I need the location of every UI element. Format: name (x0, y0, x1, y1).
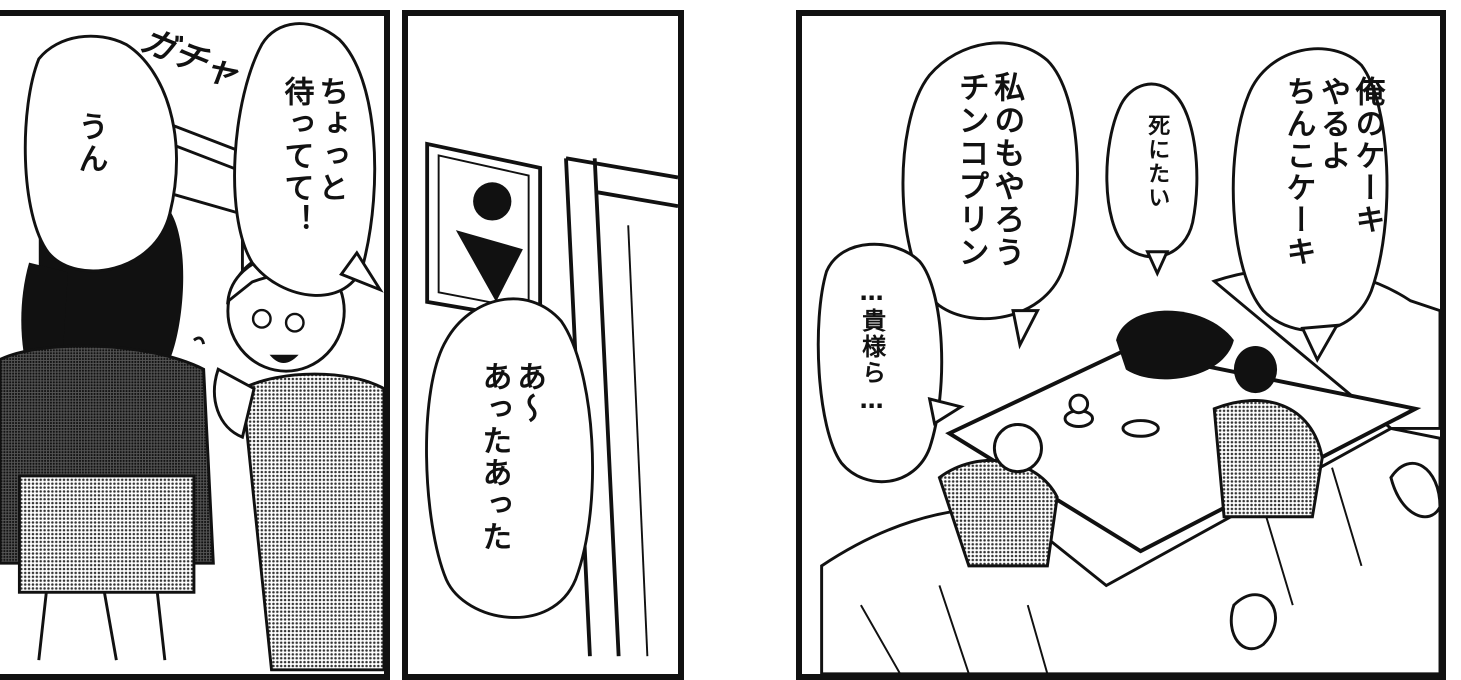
table (945, 347, 1422, 554)
speech-text-un: うん (72, 111, 108, 175)
speech-bubble-un (23, 34, 178, 273)
speech-line: ちょっと (313, 76, 348, 204)
panel-1-artwork (0, 22, 384, 672)
speech-line: 私のもやろう (988, 71, 1025, 269)
speech-text-keki: 俺のケーキ やるよ ちんこケーキ (1280, 76, 1385, 268)
speech-text-chotto: ちょっと 待ってて！ (278, 76, 349, 236)
speech-line: 俺のケーキ (1349, 76, 1385, 236)
speech-line: チンコプリン (952, 71, 989, 269)
speech-bubble-kisama (816, 242, 944, 484)
manga-panel-3: 俺のケーキ やるよ ちんこケーキ 死にたい 私のもやろう チンコプリン …貴様ら… (796, 10, 1446, 680)
girl-on-table (1116, 310, 1234, 380)
manga-panel-2: あ～ あったあった (402, 10, 684, 680)
speech-line: あったあった (476, 361, 512, 553)
speech-bubble-atta (425, 297, 594, 619)
speech-line: 待ってて！ (278, 76, 314, 236)
speech-text-purin: 私のもやろう チンコプリン (952, 71, 1025, 269)
speech-bubble-purin (901, 41, 1079, 320)
panel-2-artwork (425, 141, 678, 657)
speech-line: あ～ (511, 361, 546, 425)
speech-text-shini: 死にたい (1144, 114, 1170, 210)
panel-3-artwork (816, 41, 1440, 674)
speech-bubble-shini (1105, 82, 1199, 259)
manga-panel-1: ガチャ うん ちょっと 待ってて！ (0, 10, 390, 680)
restroom-sign (425, 141, 543, 324)
speech-text-atta: あ～ あったあった (476, 361, 547, 553)
speech-line: やるよ (1315, 76, 1350, 172)
speech-line: ちんこケーキ (1280, 76, 1316, 268)
speech-bubble-keki (1231, 47, 1389, 333)
speech-text-kisama: …貴様ら… (857, 278, 886, 416)
